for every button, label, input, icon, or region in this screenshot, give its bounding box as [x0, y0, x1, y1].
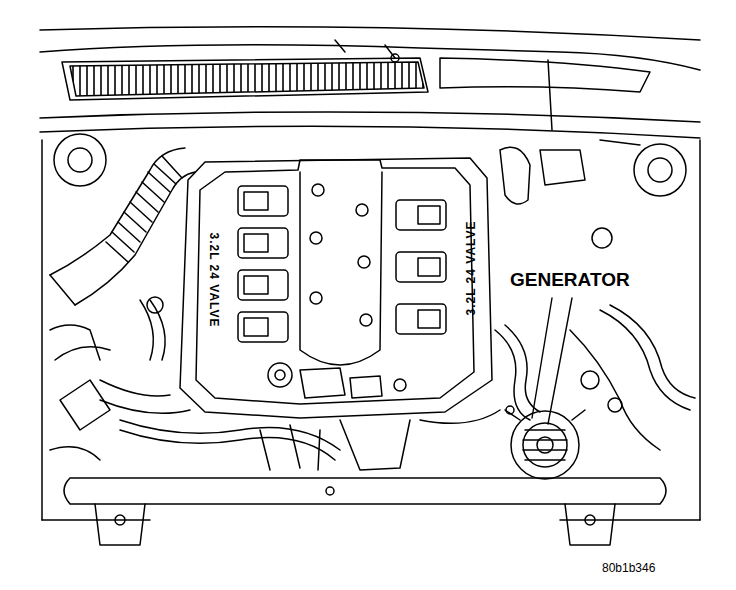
engine-cover — [180, 158, 492, 418]
part-label: GENERATOR — [508, 270, 632, 291]
figure-code: 80b1b346 — [600, 562, 657, 575]
wiring — [50, 297, 695, 470]
generator — [505, 406, 585, 479]
cover-lettering: 3.2L 24 VALVE — [206, 232, 219, 327]
cover-lettering: 3.2L 24 VALVE — [465, 220, 478, 315]
crossbar — [64, 478, 666, 545]
body-frame — [42, 134, 700, 520]
leader-line — [532, 298, 572, 424]
cowl — [40, 27, 700, 138]
intake-hose — [50, 148, 195, 360]
